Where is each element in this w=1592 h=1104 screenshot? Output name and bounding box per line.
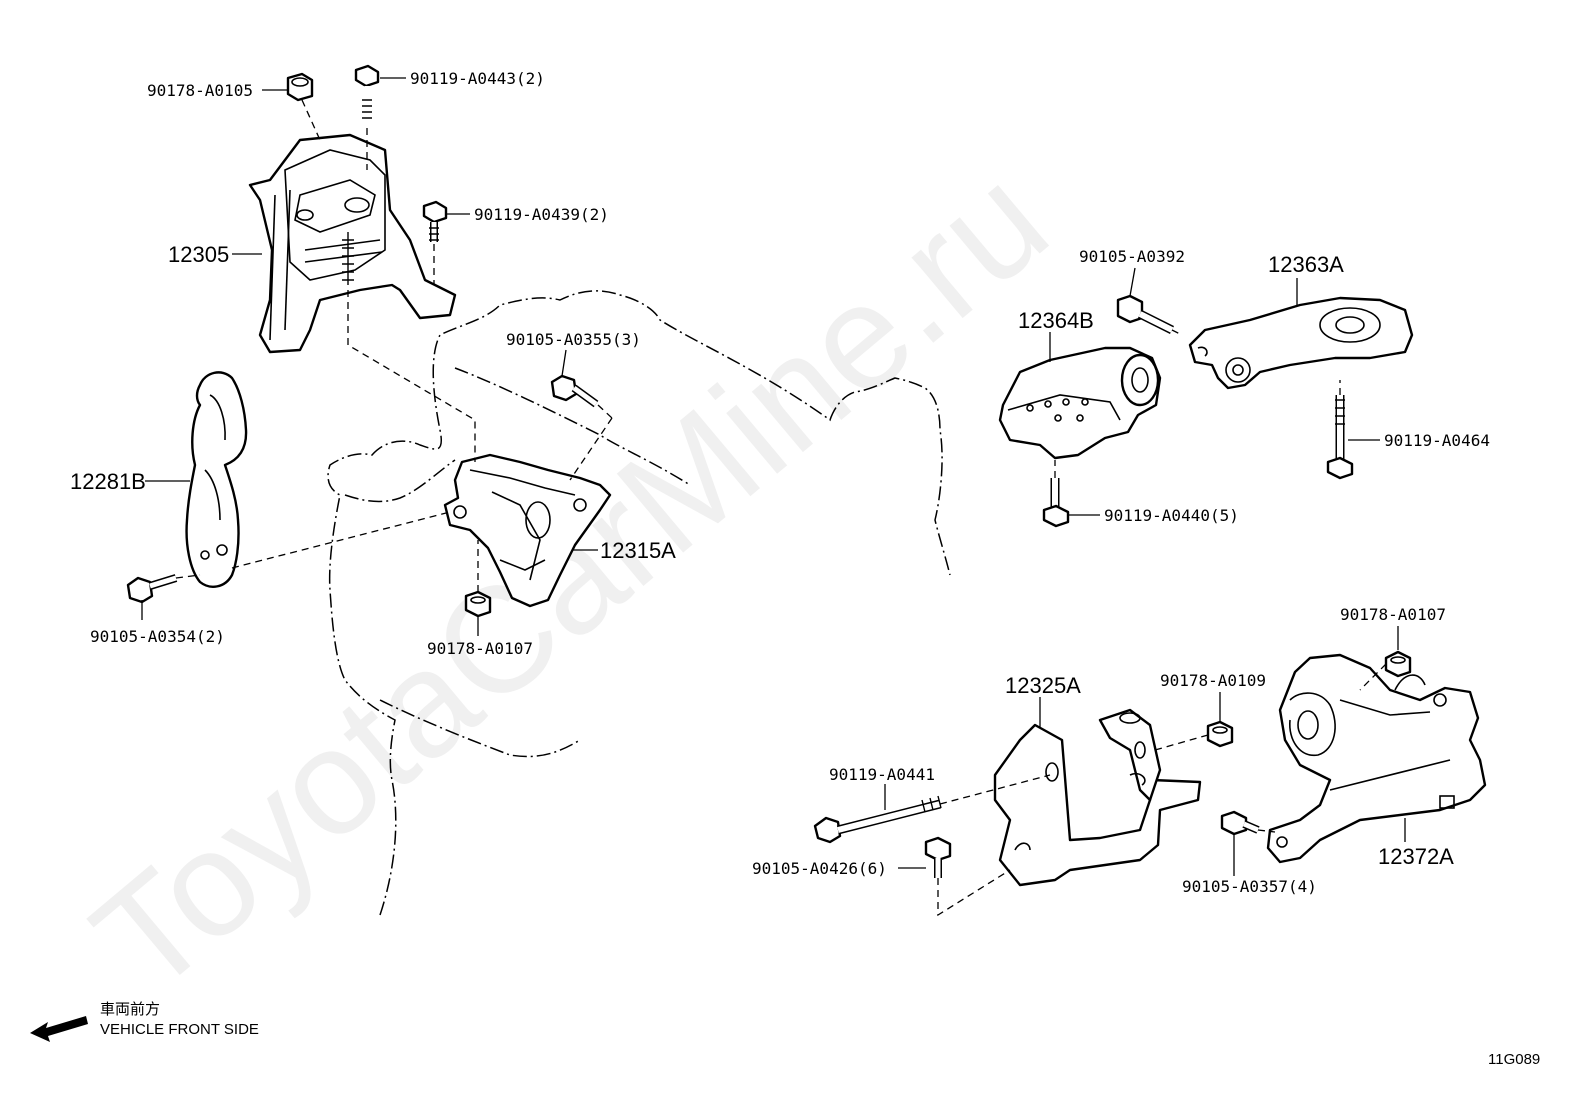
part-12363A-rod bbox=[1188, 296, 1414, 390]
bolt-90119-A0464 bbox=[1326, 395, 1354, 480]
label-90105-A0392: 90105-A0392 bbox=[1079, 247, 1185, 266]
label-90178-A0107-right: 90178-A0107 bbox=[1340, 605, 1446, 624]
label-12372A: 12372A bbox=[1378, 844, 1454, 869]
labels: 90178-A0105 90119-A0443(2) 90119-A0439(2… bbox=[70, 69, 1490, 896]
part-12325A-bracket bbox=[993, 708, 1202, 887]
front-arrow-icon bbox=[30, 1016, 88, 1042]
part-12305-mount bbox=[248, 133, 457, 354]
bolt-90105-A0354 bbox=[126, 574, 178, 604]
leader-lines bbox=[141, 77, 1406, 876]
label-12325A: 12325A bbox=[1005, 673, 1081, 698]
orientation-legend: 車両前方 VEHICLE FRONT SIDE bbox=[30, 1001, 259, 1042]
label-90105-A0355: 90105-A0355(3) bbox=[506, 330, 641, 349]
part-12315A-bracket bbox=[443, 453, 612, 608]
orientation-en: VEHICLE FRONT SIDE bbox=[100, 1021, 259, 1038]
label-90119-A0441: 90119-A0441 bbox=[829, 765, 935, 784]
nut-90178-A0107-right bbox=[1384, 650, 1412, 678]
label-12364B: 12364B bbox=[1018, 308, 1094, 333]
label-90119-A0439: 90119-A0439(2) bbox=[474, 205, 609, 224]
nut-90178-A0107-left bbox=[464, 590, 492, 618]
label-90105-A0354: 90105-A0354(2) bbox=[90, 627, 225, 646]
bolt-90105-A0426 bbox=[924, 836, 952, 878]
bolt-90119-A0441 bbox=[813, 795, 942, 844]
nut-90178-A0109 bbox=[1206, 720, 1234, 748]
part-12372A-mount bbox=[1266, 653, 1487, 864]
bolt-90119-A0439 bbox=[422, 200, 448, 242]
label-12305: 12305 bbox=[168, 242, 229, 267]
bolt-90105-A0357 bbox=[1220, 810, 1260, 836]
label-90178-A0107-left: 90178-A0107 bbox=[427, 639, 533, 658]
orientation-jp: 車両前方 bbox=[100, 1001, 160, 1018]
engine-outline bbox=[327, 290, 951, 916]
label-90178-A0109: 90178-A0109 bbox=[1160, 671, 1266, 690]
label-90105-A0426: 90105-A0426(6) bbox=[752, 859, 887, 878]
label-90119-A0443: 90119-A0443(2) bbox=[410, 69, 545, 88]
part-12364B-mount bbox=[998, 346, 1162, 460]
label-90119-A0440: 90119-A0440(5) bbox=[1104, 506, 1239, 525]
assembly-lines bbox=[175, 99, 1387, 917]
label-12315A: 12315A bbox=[600, 538, 676, 563]
label-12281B: 12281B bbox=[70, 469, 146, 494]
diagram-code: 11G089 bbox=[1488, 1051, 1540, 1068]
part-12281B-bracket bbox=[185, 371, 248, 588]
label-90178-A0105: 90178-A0105 bbox=[147, 81, 253, 100]
label-12363A: 12363A bbox=[1268, 252, 1344, 277]
label-90119-A0464: 90119-A0464 bbox=[1384, 431, 1490, 450]
bolt-90105-A0355 bbox=[550, 374, 599, 408]
label-90105-A0357: 90105-A0357(4) bbox=[1182, 877, 1317, 896]
bolt-90119-A0443 bbox=[354, 64, 380, 125]
bolt-90105-A0392 bbox=[1116, 294, 1175, 335]
bolt-90119-A0440 bbox=[1042, 478, 1070, 528]
nut-90178-A0105 bbox=[286, 72, 314, 102]
